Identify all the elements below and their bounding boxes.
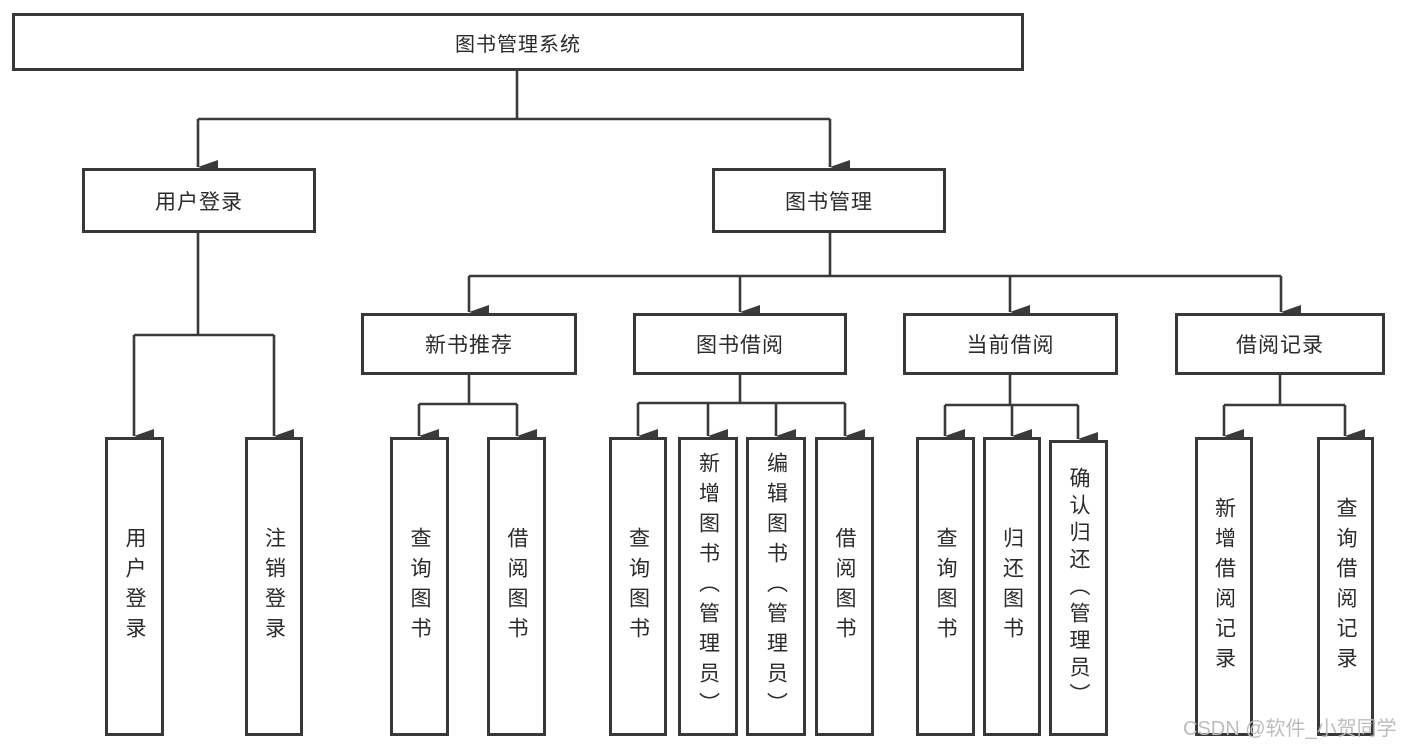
node-borrow-records: 借阅记录 bbox=[1175, 313, 1385, 375]
leaf-bb-edit-books-admin: 编辑图书（管理员） bbox=[746, 437, 806, 736]
leaf-cb-confirm-return-admin-label: 确认归还（管理员） bbox=[1067, 466, 1090, 710]
leaf-br-query-record: 查询借阅记录 bbox=[1317, 437, 1374, 736]
csdn-watermark: CSDN @软件_小贺同学 bbox=[1183, 718, 1397, 740]
leaf-nbr-borrow-books-label: 借阅图书 bbox=[505, 526, 528, 647]
leaf-bb-add-books-admin: 新增图书（管理员） bbox=[678, 437, 738, 736]
leaf-bb-query-books: 查询图书 bbox=[609, 437, 667, 736]
leaf-bb-borrow-books: 借阅图书 bbox=[815, 437, 874, 736]
leaf-cb-query-books: 查询图书 bbox=[916, 437, 975, 736]
leaf-user-login: 用户登录 bbox=[105, 437, 164, 736]
node-book-management: 图书管理 bbox=[712, 168, 946, 233]
leaf-logout-label: 注销登录 bbox=[262, 526, 286, 647]
node-user-login-branch: 用户登录 bbox=[82, 168, 316, 233]
leaf-bb-borrow-books-label: 借阅图书 bbox=[833, 526, 856, 647]
connector-root-to-level2 bbox=[196, 70, 850, 174]
leaf-br-query-record-label: 查询借阅记录 bbox=[1334, 496, 1357, 677]
connector-borrow-records-branch bbox=[1222, 375, 1365, 443]
connector-user-login-branch bbox=[132, 233, 294, 443]
node-current-borrowing: 当前借阅 bbox=[903, 313, 1118, 375]
node-root-library-system: 图书管理系统 bbox=[12, 13, 1024, 71]
leaf-bb-query-books-label: 查询图书 bbox=[626, 526, 650, 647]
leaf-nbr-query-books: 查询图书 bbox=[390, 437, 449, 736]
connector-current-borrow-branch bbox=[943, 375, 1098, 446]
connector-new-book-rec-branch bbox=[417, 375, 537, 443]
leaf-cb-return-books-label: 归还图书 bbox=[1000, 526, 1024, 647]
leaf-br-add-record-label: 新增借阅记录 bbox=[1212, 496, 1236, 677]
leaf-bb-edit-books-admin-label: 编辑图书（管理员） bbox=[764, 451, 788, 722]
connector-book-borrow-branch bbox=[636, 375, 865, 443]
node-book-borrowing: 图书借阅 bbox=[633, 313, 847, 375]
leaf-user-login-label: 用户登录 bbox=[123, 526, 146, 647]
connector-book-mgmt-branch bbox=[467, 233, 1301, 319]
leaf-cb-query-books-label: 查询图书 bbox=[934, 526, 957, 647]
leaf-nbr-borrow-books: 借阅图书 bbox=[487, 437, 546, 736]
leaf-cb-return-books: 归还图书 bbox=[983, 437, 1041, 736]
leaf-logout: 注销登录 bbox=[245, 437, 303, 736]
leaf-bb-add-books-admin-label: 新增图书（管理员） bbox=[696, 451, 720, 722]
leaf-br-add-record: 新增借阅记录 bbox=[1195, 437, 1253, 736]
leaf-nbr-query-books-label: 查询图书 bbox=[408, 526, 431, 647]
node-new-book-recommend: 新书推荐 bbox=[361, 313, 577, 375]
leaf-cb-confirm-return-admin: 确认归还（管理员） bbox=[1049, 440, 1108, 736]
